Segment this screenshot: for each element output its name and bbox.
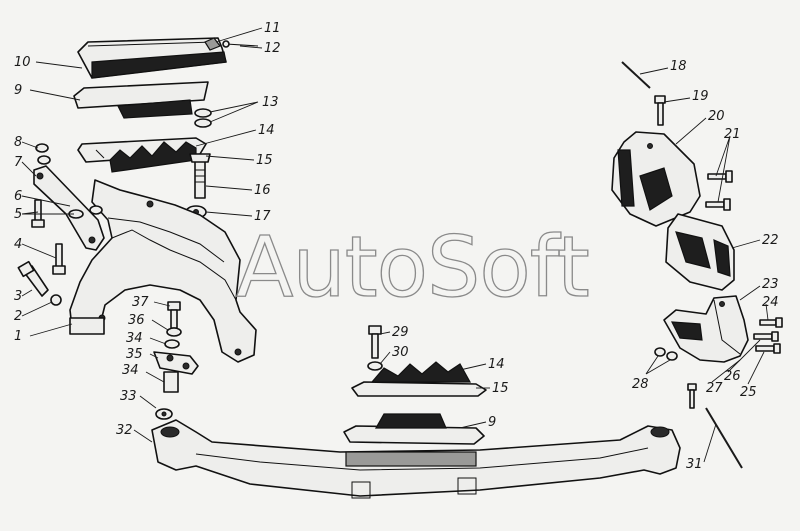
part-27-bolt — [687, 383, 697, 409]
callout-31: 31 — [686, 457, 703, 472]
part-13-washers — [194, 108, 212, 128]
part-33-nut — [155, 408, 173, 420]
callout-17: 17 — [254, 209, 271, 224]
part-16-bolt — [189, 153, 211, 199]
part-35-plate — [153, 351, 199, 375]
part-7-link — [33, 165, 105, 251]
part-30-washer — [367, 361, 383, 371]
callout-9-lower: 9 — [488, 415, 496, 430]
callout-34-upper: 34 — [126, 331, 143, 346]
callout-20: 20 — [708, 109, 725, 124]
callout-33: 33 — [120, 389, 137, 404]
callout-24: 24 — [762, 295, 779, 310]
part-23-lower-bracket — [663, 295, 749, 363]
callout-6: 6 — [14, 189, 22, 204]
callout-8: 8 — [14, 135, 22, 150]
callout-29: 29 — [392, 325, 409, 340]
part-24-bolt — [759, 317, 783, 328]
callout-28: 28 — [632, 377, 649, 392]
part-12-pin — [222, 40, 259, 48]
part-3-bolt — [17, 260, 49, 297]
callout-10: 10 — [14, 55, 31, 70]
callout-14-upper: 14 — [258, 123, 275, 138]
callout-32: 32 — [116, 423, 133, 438]
callout-18: 18 — [670, 59, 687, 74]
callout-3: 3 — [14, 289, 22, 304]
callout-13: 13 — [262, 95, 279, 110]
callout-23: 23 — [762, 277, 779, 292]
callout-34-lower: 34 — [122, 363, 139, 378]
part-28-nuts — [654, 347, 678, 361]
part-9-upper-plate — [73, 81, 209, 119]
part-19-bolt — [654, 95, 666, 126]
part-21-bolts — [705, 170, 733, 211]
part-34-sleeve — [163, 371, 179, 393]
callout-4: 4 — [14, 237, 22, 252]
part-10-upper-pad — [77, 37, 227, 79]
callout-5: 5 — [14, 207, 22, 222]
callout-12: 12 — [264, 41, 281, 56]
part-26-bolt — [753, 331, 779, 342]
part-36-washer — [166, 327, 182, 337]
callout-26: 26 — [724, 369, 741, 384]
callout-15-upper: 15 — [256, 153, 273, 168]
part-29-bolt — [368, 325, 382, 359]
callout-1: 1 — [14, 329, 22, 344]
callout-11: 11 — [264, 21, 281, 36]
callout-2: 2 — [14, 309, 22, 324]
part-2-nut — [50, 294, 62, 306]
part-1-front-bracket — [69, 179, 257, 363]
part-20-mount-bracket — [611, 131, 701, 227]
callout-numbers: 1 2 3 4 5 6 7 8 9 9 10 11 12 13 14 14 15… — [14, 21, 779, 472]
leader-lines — [21, 27, 769, 463]
part-9-lower-plate — [343, 413, 485, 445]
callout-14-lower: 14 — [488, 357, 505, 372]
callout-36: 36 — [128, 313, 145, 328]
callout-30: 30 — [392, 345, 409, 360]
part-8-nut — [35, 143, 51, 165]
callout-15-lower: 15 — [492, 381, 509, 396]
callout-27: 27 — [706, 381, 723, 396]
callout-22: 22 — [762, 233, 779, 248]
part-14-lower-cushion — [351, 361, 487, 397]
callout-9-upper: 9 — [14, 83, 22, 98]
part-18-pin — [621, 61, 651, 89]
callout-25: 25 — [740, 385, 757, 400]
part-25-bolt — [755, 343, 781, 354]
part-31-pin — [705, 407, 743, 469]
callout-16: 16 — [254, 183, 271, 198]
callout-35: 35 — [126, 347, 143, 362]
callout-21: 21 — [724, 127, 741, 142]
callout-37: 37 — [132, 295, 149, 310]
watermark-text: AutoSoft — [236, 218, 589, 316]
part-4-bolt — [52, 243, 66, 275]
part-6-bolt — [31, 199, 45, 228]
part-22-rubber-block — [665, 213, 735, 291]
part-34-washer-upper — [164, 339, 180, 349]
callout-19: 19 — [692, 89, 709, 104]
part-14-upper-cushion — [77, 137, 207, 173]
part-32-crossmember — [151, 419, 681, 499]
callout-7: 7 — [14, 155, 23, 170]
